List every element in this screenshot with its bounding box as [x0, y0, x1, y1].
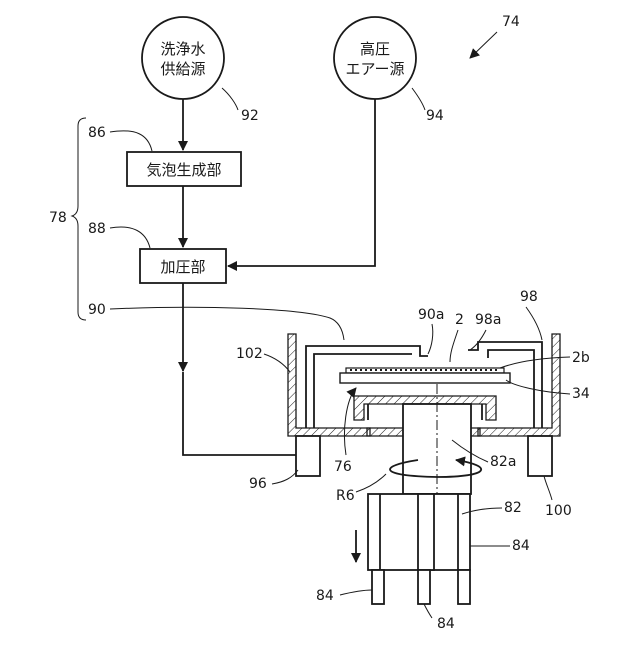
spindle-ref: 82a [490, 454, 516, 470]
wafer-body [340, 373, 510, 383]
motor-center-bar [418, 494, 434, 570]
leg-bottom-ref: 84 [437, 616, 455, 632]
cover-duct-outer [468, 342, 542, 428]
air-to-pressure-arrow [228, 99, 375, 266]
pressure-unit-label: 加圧部 [160, 258, 205, 276]
cover-ref: 98 [520, 289, 538, 305]
tape-ref: 34 [572, 386, 590, 402]
group-ref: 78 [49, 210, 67, 226]
air-source-leader [412, 88, 425, 110]
pressure-unit-ref: 88 [88, 221, 106, 237]
right-support [528, 436, 552, 476]
water-source-ref: 92 [241, 108, 259, 124]
water-source-leader [222, 88, 238, 110]
pipe-lower-run [183, 372, 297, 455]
left-support-leader [272, 470, 298, 484]
bubble-generator-ref: 86 [88, 125, 106, 141]
wafer-leader [450, 330, 458, 362]
wafer-surface-ref: 2b [572, 350, 590, 366]
left-support [296, 436, 320, 476]
bubble-generator-leader [110, 131, 152, 151]
cup-left-wall [288, 334, 370, 436]
cup-leader [264, 354, 290, 372]
air-source-ref: 94 [426, 108, 444, 124]
nozzle-leader [428, 324, 433, 354]
air-supply-source: 高圧 エアー源 [334, 17, 416, 99]
nozzle-ref: 90a [418, 307, 444, 323]
wafer-ref: 2 [455, 312, 464, 328]
cup-ref: 102 [236, 346, 263, 362]
cover-leader [526, 307, 542, 340]
leg-middle [418, 570, 430, 604]
water-supply-source: 洗浄水 供給源 [142, 17, 224, 99]
chuck-table-ref: 76 [334, 459, 352, 475]
group-brace [72, 118, 86, 320]
cover-opening-ref: 98a [475, 312, 501, 328]
water-source-line2: 供給源 [160, 60, 205, 78]
air-source-line2: エアー源 [345, 60, 404, 78]
bubble-generator-label: 気泡生成部 [146, 161, 221, 179]
water-source-line1: 洗浄水 [160, 40, 205, 58]
motor-ref: 82 [504, 500, 522, 516]
leg-right [458, 570, 470, 604]
air-source-line1: 高圧 [360, 40, 390, 58]
leg-bottom-leader [424, 604, 432, 618]
right-support-ref: 100 [545, 503, 572, 519]
figure-number: 74 [502, 14, 520, 30]
pipe-leader [110, 307, 344, 340]
leg-left [372, 570, 384, 604]
right-support-leader [544, 476, 552, 500]
left-support-ref: 96 [249, 476, 267, 492]
rotation-leader [356, 474, 386, 492]
leg-left-ref: 84 [316, 588, 334, 604]
rotation-ref: R6 [336, 488, 355, 504]
pressure-unit-leader [110, 227, 150, 248]
figure-pointer-arrow [470, 32, 497, 58]
pipe-ref: 90 [88, 302, 106, 318]
leg-left-leader [340, 590, 372, 595]
leg-right-ref: 84 [512, 538, 530, 554]
